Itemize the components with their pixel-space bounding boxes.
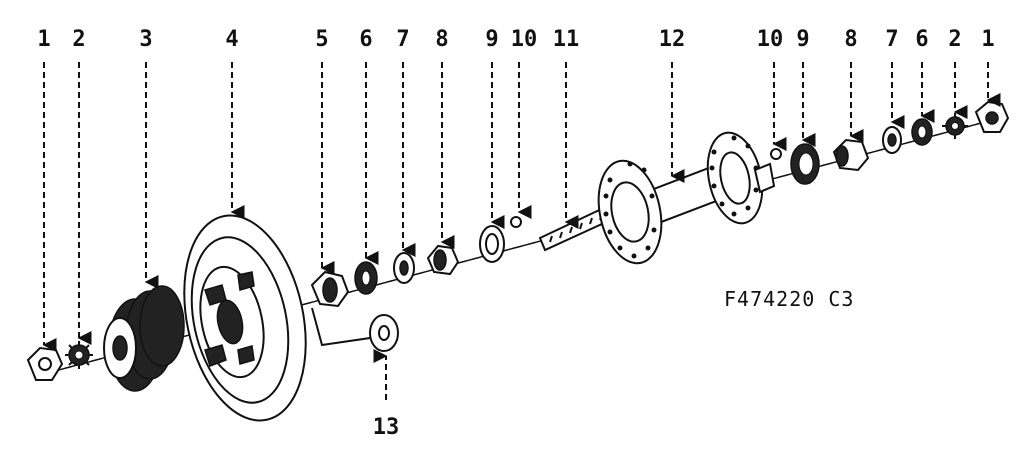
part-1-right-nut <box>974 100 1010 133</box>
callout-10-left: 10 <box>511 27 538 52</box>
part-10-left-ball <box>510 216 522 228</box>
callout-6-left: 6 <box>359 27 372 52</box>
part-6-left-washer <box>354 261 378 295</box>
leader-arrows <box>42 62 1001 400</box>
callout-2-right: 2 <box>948 27 961 52</box>
callout-9-right: 9 <box>796 27 809 52</box>
callout-1-right: 1 <box>981 27 994 52</box>
part-2-right-star-washer <box>942 113 968 139</box>
part-2-left-star-washer <box>65 341 93 369</box>
callout-7-right: 7 <box>885 27 898 52</box>
callout-5: 5 <box>315 27 328 52</box>
part-6-right-washer <box>911 118 933 146</box>
callout-8-left: 8 <box>435 27 448 52</box>
callout-7-left: 7 <box>396 27 409 52</box>
callout-11: 11 <box>553 27 580 52</box>
part-4-spoke-protector <box>183 214 307 422</box>
part-13-washer <box>369 314 399 352</box>
callout-3: 3 <box>139 27 152 52</box>
callout-9-left: 9 <box>485 27 498 52</box>
part-12-hub-shell <box>597 131 776 265</box>
part-9-left-bearing <box>479 225 505 263</box>
callout-labels: 1 2 3 4 5 6 7 8 9 10 11 12 10 9 8 7 6 2 … <box>37 27 994 440</box>
callout-1-left: 1 <box>37 27 50 52</box>
part-9-right-bearing <box>790 143 820 185</box>
part-10-right-ball <box>770 148 782 160</box>
part-8-left-cone <box>426 244 460 276</box>
callout-10-right: 10 <box>757 27 784 52</box>
callout-6-right: 6 <box>915 27 928 52</box>
figure-code: F474220 C3 <box>724 287 854 311</box>
callout-12: 12 <box>659 27 686 52</box>
callout-2-left: 2 <box>72 27 85 52</box>
part-7-left-washer <box>393 252 415 284</box>
part-8-right-cone <box>832 138 870 172</box>
part-13-lead-line <box>311 307 371 347</box>
part-1-left-nut <box>26 346 64 381</box>
callout-8-right: 8 <box>844 27 857 52</box>
part-7-right-washer <box>882 126 902 154</box>
callout-4: 4 <box>225 27 238 52</box>
part-3-freewheel-cluster <box>103 285 185 392</box>
callout-13: 13 <box>373 415 400 440</box>
